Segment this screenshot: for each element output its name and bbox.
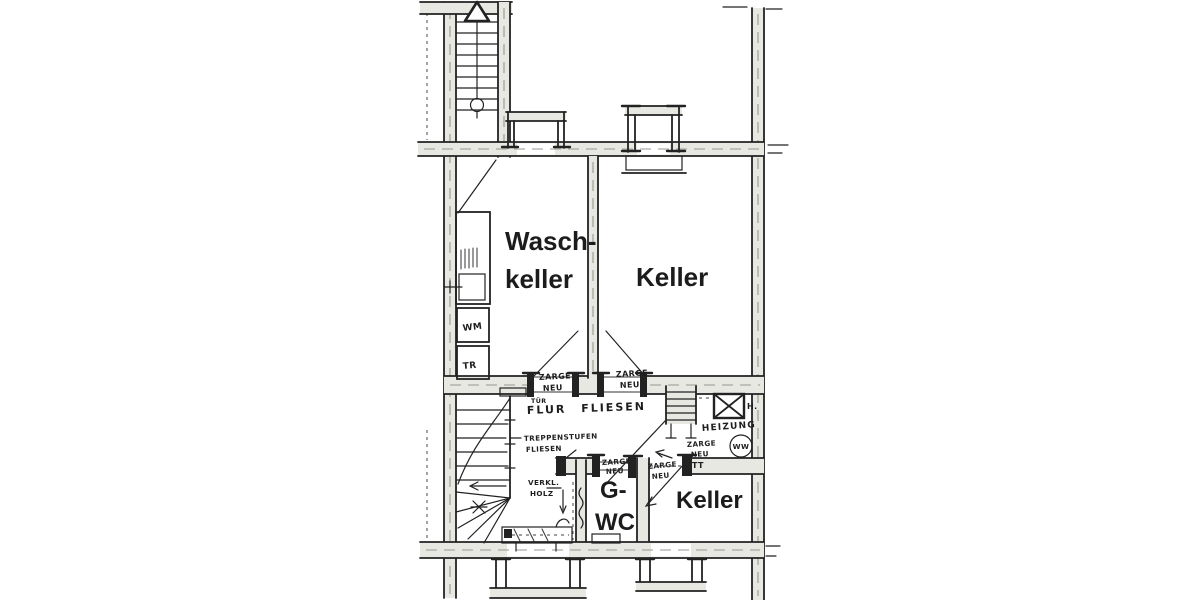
winder-staircase (455, 395, 516, 544)
sink-counter (443, 211, 491, 305)
room-label-gwc-line2: WC (595, 509, 635, 536)
radiator-hook (555, 518, 570, 528)
staircase-upper (456, 0, 499, 119)
door-leaf (499, 387, 527, 397)
washing-machine-label: WM (462, 322, 483, 334)
ladder-steps-icon (665, 385, 697, 439)
annotation-zarge-neu-gwc: ZARGE NEU (602, 456, 632, 476)
gwc-keller-divider (636, 457, 650, 547)
svg-text:ZARGE: ZARGE (602, 456, 632, 467)
window-bay-bottom-left (489, 557, 587, 599)
window-bay-top-left (500, 111, 572, 149)
hot-water-circle: WW (729, 434, 753, 458)
washing-machine-box: WM (456, 307, 490, 343)
annotation-zarge-neu-keller-door: ZARGE NEU TT (687, 438, 717, 470)
door-keller-main (591, 371, 654, 397)
stair-up-arrow-icon (463, 0, 491, 23)
gwc-left-wall (565, 449, 587, 545)
svg-text:NEU: NEU (606, 466, 624, 476)
annotation-tuer: TÜR (531, 396, 546, 405)
door-keller-small (676, 453, 698, 476)
svg-text:NEU: NEU (691, 449, 709, 459)
outer-wall-left (426, 1, 457, 599)
corner-leader-line (457, 159, 497, 214)
svg-text:NEU: NEU (651, 470, 670, 481)
svg-text:ZARGE: ZARGE (539, 371, 572, 382)
svg-text:VERKL.: VERKL. (528, 478, 559, 487)
room-label-waschkeller-line1: Wasch- (505, 226, 597, 256)
exterior-wall-top (417, 141, 765, 157)
hot-water-label: WW (733, 442, 750, 451)
annotation-treppenstufen: TREPPENSTUFEN FLIESEN (509, 431, 598, 454)
boiler-short-label: H. (747, 402, 758, 411)
room-divider-waschkeller-keller (587, 155, 599, 379)
annotation-zarge-neu-right: ZARGE NEU (647, 459, 677, 481)
svg-text:NEU: NEU (543, 383, 563, 393)
radiator (501, 518, 573, 552)
stair-direction-arrow-icon (468, 481, 507, 491)
door-gwc (586, 453, 644, 478)
window-bay-top-right (620, 104, 687, 174)
exterior-wall-bottom (419, 541, 765, 559)
annotation-zarge-neu-door2: ZARGE NEU (616, 368, 649, 390)
annotation-flur-fliesen: FLUR FLIESEN (527, 400, 647, 417)
gwc-window-sill (591, 533, 621, 544)
window-bay-bottom-right (634, 557, 708, 592)
stair-start-mark (470, 500, 488, 514)
room-label-keller-small: Keller (676, 487, 743, 514)
svg-text:ZARGE: ZARGE (647, 459, 677, 471)
room-label-gwc-line1: G- (600, 477, 627, 504)
heating-room-label: HEIZUNG (702, 420, 757, 434)
room-label-waschkeller-line2: keller (505, 264, 573, 294)
annotation-verkl-holz: VERKL. HOLZ (528, 478, 567, 515)
annotation-zarge-neu-door1: ZARGE NEU (539, 371, 572, 393)
room-label-keller-main: Keller (636, 262, 708, 292)
door-waschkeller (499, 371, 586, 397)
wall-squiggle-mark (578, 487, 584, 529)
svg-text:TREPPENSTUFEN: TREPPENSTUFEN (524, 431, 598, 443)
svg-text:FLIESEN: FLIESEN (526, 444, 562, 454)
stair-top-wall (419, 1, 513, 15)
dryer-label: TR (462, 361, 477, 372)
svg-text:NEU: NEU (620, 380, 640, 390)
jamb-mark-label: TT (692, 461, 704, 470)
faucet-icon (443, 280, 463, 294)
svg-text:ZARGE: ZARGE (687, 438, 717, 449)
window-sill-box (625, 155, 683, 171)
svg-text:HOLZ: HOLZ (530, 489, 554, 498)
boiler-icon (712, 392, 746, 420)
sink-icon (458, 273, 486, 301)
long-leader-lines (601, 419, 685, 507)
svg-text:ZARGE: ZARGE (616, 368, 649, 379)
dryer-box: TR (456, 345, 490, 380)
door-leader-lines (533, 330, 646, 377)
